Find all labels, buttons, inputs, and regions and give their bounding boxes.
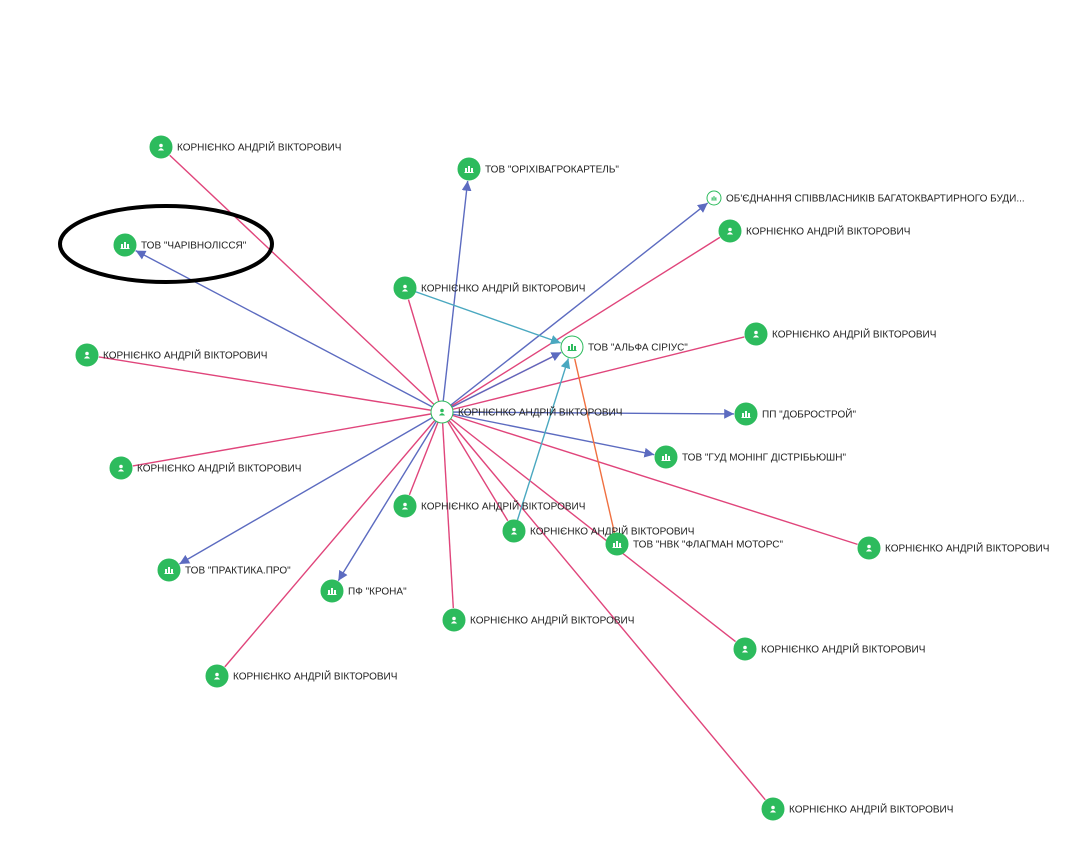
building-icon bbox=[567, 344, 577, 351]
node-label: КОРНІЄНКО АНДРІЙ ВІКТОРОВИЧ bbox=[761, 643, 925, 656]
graph-node-p6[interactable]: КОРНІЄНКО АНДРІЙ ВІКТОРОВИЧ bbox=[109, 456, 301, 480]
graph-node-o9[interactable]: ПФ "КРОНА" bbox=[320, 579, 407, 603]
person-icon bbox=[214, 672, 220, 680]
node-label: КОРНІЄНКО АНДРІЙ ВІКТОРОВИЧ bbox=[421, 500, 585, 513]
graph-node-o4[interactable]: ТОВ "АЛЬФА СІРІУС" bbox=[560, 335, 688, 359]
other-edge[interactable] bbox=[573, 358, 618, 545]
edges-layer bbox=[98, 154, 858, 801]
person-icon bbox=[439, 408, 445, 416]
relation-edge[interactable] bbox=[441, 351, 562, 413]
node-label: КОРНІЄНКО АНДРІЙ ВІКТОРОВИЧ bbox=[177, 141, 341, 154]
graph-node-o8[interactable]: ТОВ "ПРАКТИКА.ПРО" bbox=[157, 558, 291, 582]
node-label: КОРНІЄНКО АНДРІЙ ВІКТОРОВИЧ bbox=[103, 349, 267, 362]
building-icon bbox=[327, 588, 337, 595]
ownership-edge[interactable] bbox=[169, 154, 443, 413]
node-label: КОРНІЄНКО АНДРІЙ ВІКТОРОВИЧ bbox=[885, 542, 1049, 555]
person-icon bbox=[727, 227, 733, 235]
person-icon bbox=[402, 284, 408, 292]
relation-edge[interactable] bbox=[179, 411, 443, 565]
graph-node-o6[interactable]: ТОВ "ГУД МОНІНГ ДІСТРІБЬЮШН" bbox=[654, 445, 846, 469]
ownership-edge[interactable] bbox=[441, 411, 455, 609]
graph-node-p4[interactable]: КОРНІЄНКО АНДРІЙ ВІКТОРОВИЧ bbox=[744, 322, 936, 346]
node-label: ТОВ "АЛЬФА СІРІУС" bbox=[588, 343, 688, 354]
node-label: КОРНІЄНКО АНДРІЙ ВІКТОРОВИЧ bbox=[789, 803, 953, 816]
graph-node-p11[interactable]: КОРНІЄНКО АНДРІЙ ВІКТОРОВИЧ bbox=[733, 637, 925, 661]
ownership-edge[interactable] bbox=[441, 411, 736, 643]
graph-node-p1[interactable]: КОРНІЄНКО АНДРІЙ ВІКТОРОВИЧ bbox=[149, 135, 341, 159]
node-label: КОРНІЄНКО АНДРІЙ ВІКТОРОВИЧ bbox=[530, 525, 694, 538]
node-label: КОРНІЄНКО АНДРІЙ ВІКТОРОВИЧ bbox=[746, 225, 910, 238]
ownership-edge[interactable] bbox=[441, 236, 721, 413]
ownership-edge[interactable] bbox=[98, 356, 443, 413]
graph-node-o5[interactable]: ПП "ДОБРОСТРОЙ" bbox=[734, 402, 856, 426]
node-label: КОРНІЄНКО АНДРІЙ ВІКТОРОВИЧ bbox=[137, 462, 301, 475]
node-label: КОРНІЄНКО АНДРІЙ ВІКТОРОВИЧ bbox=[233, 670, 397, 683]
node-label: ТОВ "ГУД МОНІНГ ДІСТРІБЬЮШН" bbox=[682, 453, 846, 464]
building-icon bbox=[612, 541, 622, 548]
graph-node-c[interactable]: КОРНІЄНКО АНДРІЙ ВІКТОРОВИЧ bbox=[430, 400, 622, 424]
graph-node-p13[interactable]: КОРНІЄНКО АНДРІЙ ВІКТОРОВИЧ bbox=[761, 797, 953, 821]
node-label: КОРНІЄНКО АНДРІЙ ВІКТОРОВИЧ bbox=[470, 614, 634, 627]
relation-edge[interactable] bbox=[441, 408, 735, 419]
relation-edge[interactable] bbox=[441, 180, 472, 413]
ownership-edge[interactable] bbox=[408, 411, 443, 496]
ownership-edge[interactable] bbox=[132, 411, 443, 467]
node-label: ПП "ДОБРОСТРОЙ" bbox=[762, 408, 856, 421]
node-label: ТОВ "ПРАКТИКА.ПРО" bbox=[185, 566, 291, 577]
nodes-layer: КОРНІЄНКО АНДРІЙ ВІКТОРОВИЧ ТОВ "ОРІХІВАГ… bbox=[75, 135, 1049, 821]
graph-node-o3[interactable]: ТОВ "ЧАРІВНОЛІССЯ" bbox=[113, 233, 247, 257]
relation-edge[interactable] bbox=[441, 202, 709, 413]
ownership-edge[interactable] bbox=[224, 411, 443, 668]
building-icon bbox=[164, 567, 174, 574]
building-icon bbox=[464, 166, 474, 173]
ownership-edge[interactable] bbox=[441, 411, 858, 546]
node-label: ПФ "КРОНА" bbox=[348, 587, 407, 598]
graph-node-p8[interactable]: КОРНІЄНКО АНДРІЙ ВІКТОРОВИЧ bbox=[502, 519, 694, 543]
node-label: ТОВ "ОРІХІВАГРОКАРТЕЛЬ" bbox=[485, 165, 619, 176]
graph-node-o1[interactable]: ТОВ "ОРІХІВАГРОКАРТЕЛЬ" bbox=[457, 157, 619, 181]
node-label: КОРНІЄНКО АНДРІЙ ВІКТОРОВИЧ bbox=[772, 328, 936, 341]
graph-node-p2[interactable]: КОРНІЄНКО АНДРІЙ ВІКТОРОВИЧ bbox=[718, 219, 910, 243]
node-label: ТОВ "НВК "ФЛАГМАН МОТОРС" bbox=[633, 540, 783, 551]
person-icon bbox=[158, 143, 164, 151]
person-icon bbox=[866, 544, 872, 552]
person-icon bbox=[753, 330, 759, 338]
node-label: КОРНІЄНКО АНДРІЙ ВІКТОРОВИЧ bbox=[458, 406, 622, 419]
building-icon bbox=[711, 196, 717, 201]
graph-node-p12[interactable]: КОРНІЄНКО АНДРІЙ ВІКТОРОВИЧ bbox=[205, 664, 397, 688]
person-icon bbox=[402, 502, 408, 510]
ownership-edge[interactable] bbox=[407, 299, 443, 413]
building-icon bbox=[120, 242, 130, 249]
building-icon bbox=[741, 411, 751, 418]
graph-node-p10[interactable]: КОРНІЄНКО АНДРІЙ ВІКТОРОВИЧ bbox=[442, 608, 634, 632]
ownership-edge[interactable] bbox=[441, 411, 766, 801]
secondary-edge[interactable] bbox=[404, 287, 561, 345]
node-label: ТОВ "ЧАРІВНОЛІССЯ" bbox=[141, 241, 247, 252]
highlight-annotation-ellipse bbox=[58, 204, 274, 284]
node-label: КОРНІЄНКО АНДРІЙ ВІКТОРОВИЧ bbox=[421, 282, 585, 295]
graph-node-p5[interactable]: КОРНІЄНКО АНДРІЙ ВІКТОРОВИЧ bbox=[75, 343, 267, 367]
relation-edge[interactable] bbox=[135, 249, 443, 413]
graph-node-p9[interactable]: КОРНІЄНКО АНДРІЙ ВІКТОРОВИЧ bbox=[857, 536, 1049, 560]
person-icon bbox=[511, 527, 517, 535]
building-icon bbox=[661, 454, 671, 461]
graph-node-o2[interactable]: ОБ'ЄДНАННЯ СПІВВЛАСНИКІВ БАГАТОКВАРТИРНО… bbox=[706, 190, 1025, 206]
person-icon bbox=[118, 464, 124, 472]
person-icon bbox=[770, 805, 776, 813]
ownership-edge[interactable] bbox=[441, 336, 745, 413]
person-icon bbox=[742, 645, 748, 653]
relation-edge[interactable] bbox=[441, 411, 655, 458]
ownership-edge[interactable] bbox=[441, 411, 509, 522]
node-label: ОБ'ЄДНАННЯ СПІВВЛАСНИКІВ БАГАТОКВАРТИРНО… bbox=[726, 194, 1025, 205]
secondary-edge[interactable] bbox=[513, 358, 571, 532]
graph-node-o7[interactable]: ТОВ "НВК "ФЛАГМАН МОТОРС" bbox=[605, 532, 783, 556]
graph-node-p7[interactable]: КОРНІЄНКО АНДРІЙ ВІКТОРОВИЧ bbox=[393, 494, 585, 518]
graph-node-p3[interactable]: КОРНІЄНКО АНДРІЙ ВІКТОРОВИЧ bbox=[393, 276, 585, 300]
relation-edge[interactable] bbox=[337, 411, 443, 582]
person-icon bbox=[84, 351, 90, 359]
person-icon bbox=[451, 616, 457, 624]
